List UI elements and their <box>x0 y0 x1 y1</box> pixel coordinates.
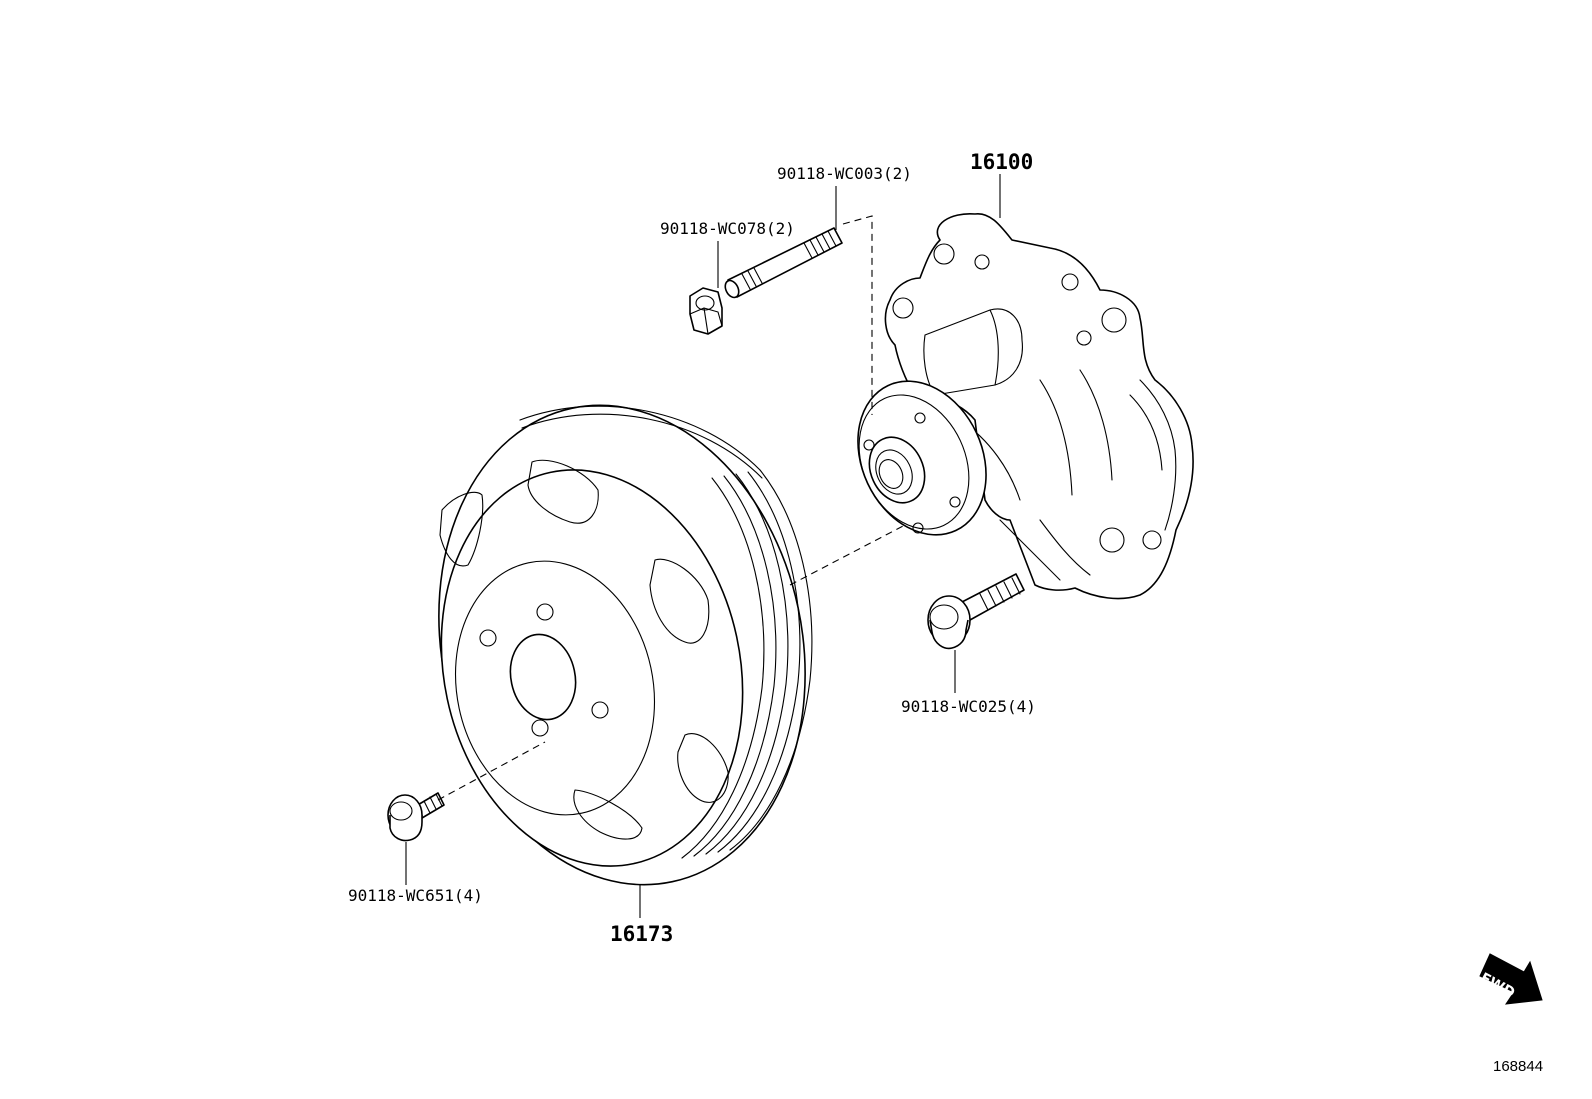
assembly-lines <box>437 215 906 801</box>
illustration-number: 168844 <box>1493 1058 1544 1075</box>
fwd-arrow-icon <box>1479 953 1543 1005</box>
stud-bolt <box>724 227 843 299</box>
part-label-pump-bolt: 90118-WC025(4) <box>901 697 1036 716</box>
part-label-pulley-bolt: 90118-WC651(4) <box>348 886 483 905</box>
part-label-stud-bolt: 90118-WC003(2) <box>777 164 912 183</box>
part-label-16100: 16100 <box>970 150 1034 174</box>
leader-lines <box>405 174 1001 918</box>
pump-bolt <box>927 573 1025 650</box>
part-label-16173: 16173 <box>610 922 674 946</box>
water-pump <box>857 213 1194 600</box>
pulley-bolt <box>387 792 445 842</box>
pulley <box>438 404 813 886</box>
stud-nut <box>689 287 723 335</box>
part-label-stud-nut: 90118-WC078(2) <box>660 219 795 238</box>
